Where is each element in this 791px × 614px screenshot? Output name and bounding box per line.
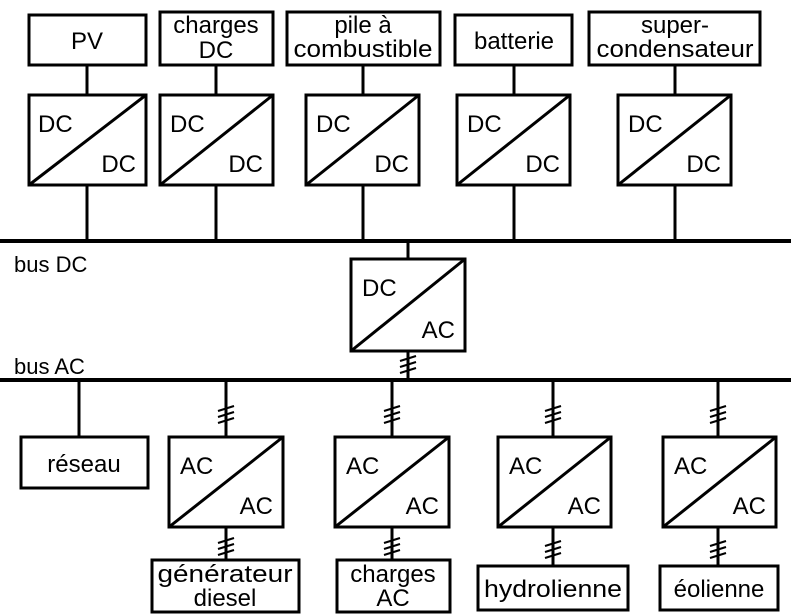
converter-out-diesel: AC <box>240 493 273 520</box>
top-branch-battery: batterie DC DC <box>453 13 574 241</box>
three-phase-mark-wind-top <box>709 405 727 424</box>
source-box-supercapacitor <box>587 10 762 67</box>
three-phase-mark-diesel-bottom <box>217 537 235 556</box>
source-label-fuel-cell-2: combustible <box>294 36 433 63</box>
bottom-branch-diesel: AC AC générateur diesel <box>150 380 301 614</box>
source-label-wind: éolienne <box>674 576 765 603</box>
converter-in-charges-ac: AC <box>346 453 379 480</box>
grid-box <box>19 435 150 490</box>
top-branch-fuel-cell: pile à combustible DC DC <box>285 10 442 241</box>
source-label-charges-dc-1: charges <box>173 12 258 39</box>
source-label-diesel-2: diesel <box>194 585 257 612</box>
source-box-wind <box>658 564 780 612</box>
top-branch-charges-dc: charges DC DC DC <box>158 10 275 241</box>
converter-out-charges-dc: DC <box>228 151 263 178</box>
source-label-fuel-cell-1: pile à <box>334 12 392 39</box>
source-label-charges-ac-2: AC <box>376 585 409 612</box>
source-label-diesel-1: générateur <box>158 561 293 588</box>
source-label-charges-dc-2: DC <box>199 37 234 64</box>
converter-out-battery: DC <box>525 151 560 178</box>
dc-bus-label: bus DC <box>14 252 87 277</box>
converter-out-supercapacitor: DC <box>686 151 721 178</box>
source-box-pv <box>27 13 148 67</box>
converter-out-fuel-cell: DC <box>374 151 409 178</box>
bottom-branch-grid: réseau <box>19 380 150 490</box>
inverter-in-label: DC <box>362 275 397 302</box>
converter-out-tidal: AC <box>568 493 601 520</box>
bottom-branch-charges-ac: AC AC charges AC <box>333 380 452 614</box>
source-label-battery: batterie <box>474 28 554 55</box>
converter-in-wind: AC <box>674 453 707 480</box>
three-phase-mark-charges-ac-top <box>383 405 401 424</box>
source-box-tidal <box>476 564 630 612</box>
converter-in-pv: DC <box>38 111 73 138</box>
converter-out-wind: AC <box>733 493 766 520</box>
converter-in-supercapacitor: DC <box>628 111 663 138</box>
ac-bus-label: bus AC <box>14 354 85 379</box>
source-label-charges-ac-1: charges <box>350 561 435 588</box>
top-branch-supercapacitor: super- condensateur DC DC <box>587 10 762 241</box>
converter-in-fuel-cell: DC <box>316 111 351 138</box>
source-box-charges-dc <box>158 10 275 67</box>
converter-out-pv: DC <box>101 151 136 178</box>
three-phase-mark-tidal-top <box>544 405 562 424</box>
converter-in-tidal: AC <box>509 453 542 480</box>
converter-in-diesel: AC <box>180 453 213 480</box>
source-box-charges-ac <box>335 558 452 614</box>
three-phase-mark-inverter <box>399 355 417 374</box>
central-inverter-branch: DC AC <box>349 241 467 380</box>
source-box-diesel <box>150 558 301 614</box>
converter-in-charges-dc: DC <box>170 111 205 138</box>
three-phase-mark-wind-bottom <box>709 540 727 559</box>
grid-label: réseau <box>47 451 120 478</box>
bottom-branch-tidal: AC AC hydrolienne <box>476 380 630 612</box>
source-label-supercapacitor-2: condensateur <box>597 36 754 63</box>
bottom-branch-wind: AC AC éolienne <box>658 380 780 612</box>
source-label-pv: PV <box>71 28 103 55</box>
three-phase-mark-tidal-bottom <box>544 540 562 559</box>
three-phase-mark-diesel-top <box>217 405 235 424</box>
source-label-supercapacitor-1: super- <box>641 12 709 39</box>
top-branch-pv: PV DC DC <box>27 13 148 241</box>
source-box-battery <box>453 13 574 67</box>
inverter-out-label: AC <box>422 317 455 344</box>
source-label-tidal: hydrolienne <box>484 576 622 603</box>
converter-out-charges-ac: AC <box>406 493 439 520</box>
converter-in-battery: DC <box>467 111 502 138</box>
three-phase-mark-charges-ac-bottom <box>383 537 401 556</box>
